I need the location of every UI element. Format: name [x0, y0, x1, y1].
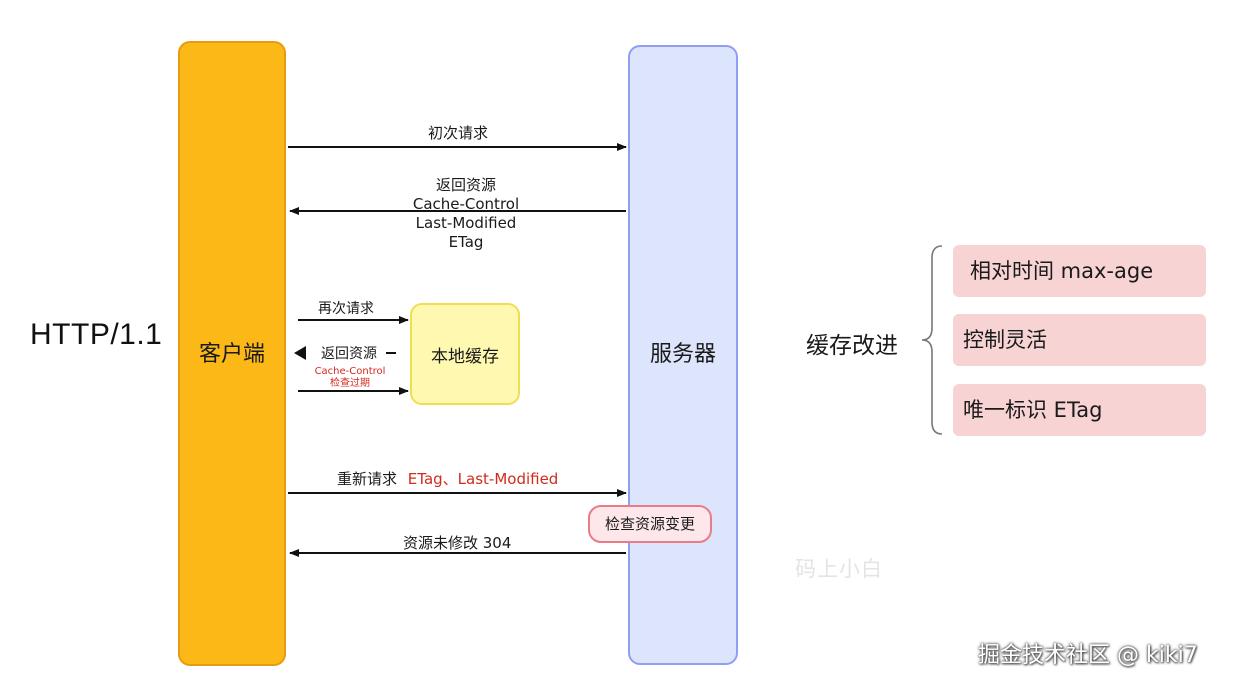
- improvements-title: 缓存改进: [806, 333, 898, 359]
- client-label: 客户端: [198, 342, 265, 367]
- server-label: 服务器: [649, 342, 716, 367]
- improvements-brace: [921, 245, 943, 435]
- arrow-cache-return-head: [294, 346, 306, 360]
- author-watermark: 码上小白: [795, 557, 883, 581]
- protocol-label: HTTP/1.1: [30, 318, 163, 351]
- label-first-request: 初次请求: [428, 124, 489, 142]
- server-lifeline: [628, 45, 738, 665]
- label-again-request: 再次请求: [318, 301, 374, 317]
- label-return-resource: 返回资源 Cache-Control Last-Modified ETag: [396, 176, 536, 252]
- site-watermark: 掘金技术社区 @ kiki7: [978, 643, 1198, 668]
- improvement-item-etag: 唯一标识 ETag: [953, 384, 1206, 436]
- label-re-request: 重新请求 ETag、Last-Modified: [337, 468, 558, 489]
- label-return-resource-line1: 返回资源: [435, 176, 496, 194]
- check-change-badge: 检查资源变更: [588, 505, 712, 543]
- client-lifeline: [178, 41, 286, 666]
- label-return-resource-line4: ETag: [448, 233, 484, 251]
- label-re-request-headers: ETag、Last-Modified: [407, 470, 559, 488]
- local-cache-label: 本地缓存: [431, 347, 499, 367]
- label-return-resource-line2: Cache-Control: [412, 195, 520, 213]
- label-cache-control-small: Cache-Control: [314, 366, 386, 377]
- label-cache-return: 返回资源: [321, 346, 377, 362]
- improvement-item-flexible-control: 控制灵活: [953, 314, 1206, 366]
- label-check-expire-small: 检查过期: [330, 378, 370, 389]
- improvement-item-max-age: 相对时间 max-age: [953, 245, 1206, 297]
- label-re-request-text: 重新请求: [337, 470, 398, 488]
- local-cache-box: [410, 303, 520, 405]
- label-not-modified: 资源未修改 304: [403, 534, 512, 552]
- label-return-resource-line3: Last-Modified: [415, 214, 517, 232]
